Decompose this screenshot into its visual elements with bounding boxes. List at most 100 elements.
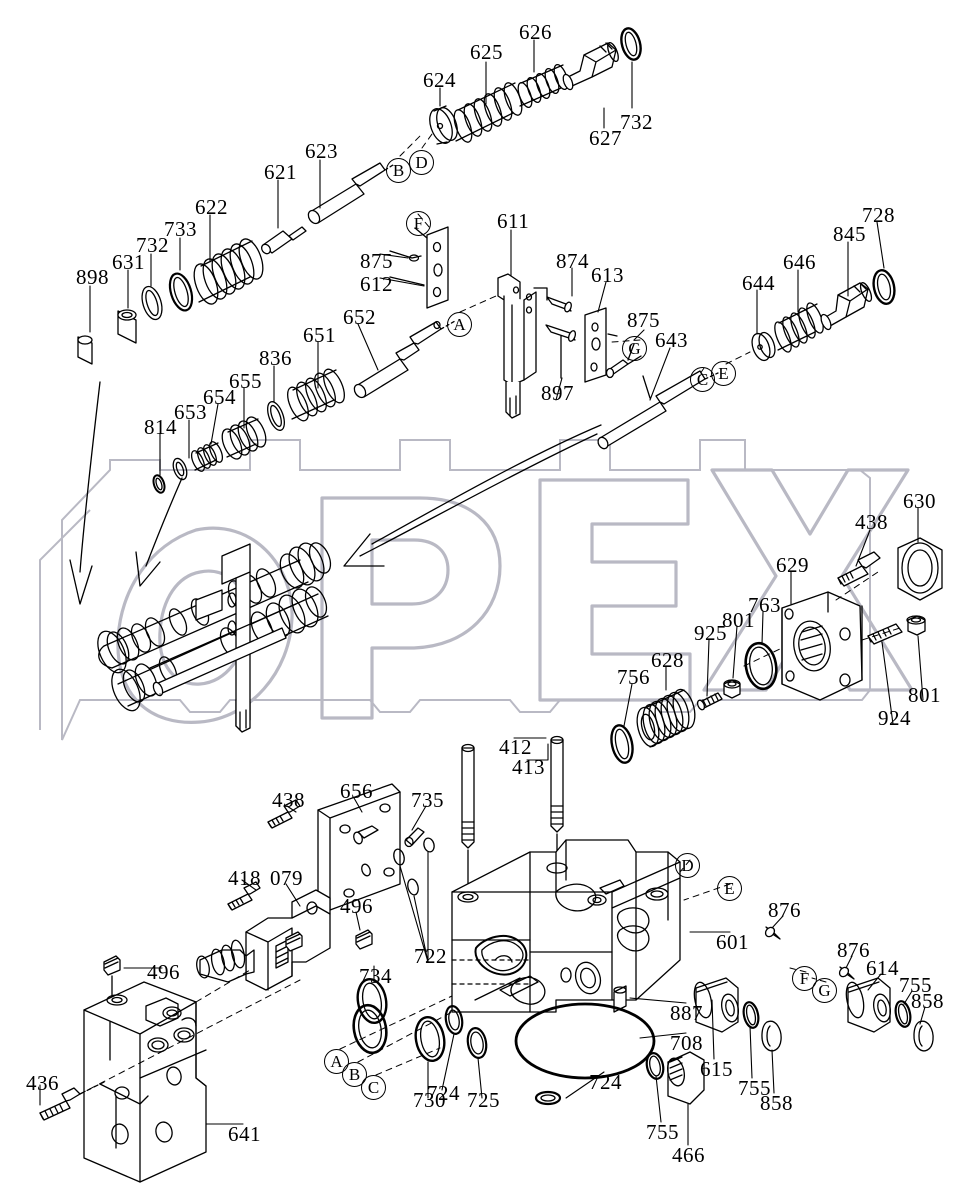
part-631 xyxy=(117,309,137,344)
part-614-sleeve xyxy=(845,977,891,1033)
part-836-ring xyxy=(267,401,285,431)
assembly-arrow-left xyxy=(69,381,101,605)
part-612-bracket xyxy=(389,226,449,309)
part-924-bolt xyxy=(867,623,903,645)
part-735-pin xyxy=(404,827,425,848)
part-755-oring-c xyxy=(645,1052,665,1080)
part-622-spring xyxy=(193,238,264,305)
part-625 xyxy=(453,82,523,143)
part-number-label: 651 xyxy=(303,323,336,347)
part-number-label: 925 xyxy=(694,621,727,645)
callout-letter-b: B xyxy=(386,158,411,183)
part-656-plate xyxy=(317,783,401,911)
part-number-label: 652 xyxy=(343,305,376,329)
part-number-label: 756 xyxy=(617,665,650,689)
callout-letter-e: E xyxy=(717,876,742,901)
part-number-label: 875 xyxy=(360,249,393,273)
part-number-label: 732 xyxy=(620,110,653,134)
callout-letter-g: G xyxy=(812,978,837,1003)
part-number-label: 732 xyxy=(136,233,169,257)
part-number-label: 613 xyxy=(591,263,624,287)
part-number-label: 654 xyxy=(203,385,236,409)
part-number-label: 887 xyxy=(670,1001,703,1025)
part-number-label: 725 xyxy=(467,1088,500,1112)
part-number-label: 612 xyxy=(360,272,393,296)
part-number-label: 801 xyxy=(908,683,941,707)
part-number-label: 814 xyxy=(144,415,177,439)
part-801-nut xyxy=(723,679,741,699)
part-722-pin2 xyxy=(423,837,435,853)
alignment-lines xyxy=(79,133,901,1095)
part-number-label: 653 xyxy=(174,400,207,424)
part-641-block xyxy=(83,981,207,1183)
part-number-label: 735 xyxy=(411,788,444,812)
part-725-oring xyxy=(466,1027,488,1059)
part-897-pin xyxy=(545,324,577,379)
part-number-label: 708 xyxy=(670,1031,703,1055)
part-646-spring xyxy=(774,302,824,353)
part-496-screw-right xyxy=(285,931,303,952)
part-624 xyxy=(429,105,458,145)
part-898 xyxy=(77,335,93,365)
part-653-ring xyxy=(172,457,188,481)
part-413-bolt xyxy=(457,743,479,902)
part-number-label: 924 xyxy=(878,706,911,730)
part-708-gasket xyxy=(514,1002,656,1080)
part-number-label: 730 xyxy=(413,1088,446,1112)
part-629-flange xyxy=(781,591,863,701)
part-734-oring xyxy=(356,977,388,1025)
part-814-ring xyxy=(152,474,166,494)
part-number-label: 623 xyxy=(305,139,338,163)
part-079-solenoid xyxy=(196,889,331,991)
part-number-label: 624 xyxy=(423,68,456,92)
assembly-arrow-mid xyxy=(135,477,183,587)
part-oring-A-left xyxy=(352,1003,388,1055)
part-number-label: 733 xyxy=(164,217,197,241)
part-number-label: 079 xyxy=(270,866,303,890)
part-number-label: 412 xyxy=(499,735,532,759)
part-733-ring xyxy=(168,272,194,312)
part-number-label: 656 xyxy=(340,779,373,803)
part-628-sleeve xyxy=(636,688,696,748)
part-418-bolt xyxy=(227,881,261,911)
part-876-pin2 xyxy=(838,966,855,980)
part-652-spool xyxy=(353,320,456,399)
part-number-label: 418 xyxy=(228,866,261,890)
assembly-arrow-right xyxy=(343,433,598,567)
part-724-oring xyxy=(444,1005,464,1035)
part-763-oring xyxy=(744,641,778,691)
part-number-label: 876 xyxy=(768,898,801,922)
part-number-label: 643 xyxy=(655,328,688,352)
part-630-nut xyxy=(897,537,943,601)
part-number-label: 628 xyxy=(651,648,684,672)
part-number-label: 622 xyxy=(195,195,228,219)
part-number-label: 845 xyxy=(833,222,866,246)
part-number-label: 858 xyxy=(760,1091,793,1115)
leader-lines xyxy=(39,39,926,1146)
part-number-label: 615 xyxy=(700,1057,733,1081)
part-496-screw-block xyxy=(103,955,121,1001)
callout-letter-f: F xyxy=(792,966,817,991)
part-number-label: 755 xyxy=(899,973,932,997)
part-number-label: 413 xyxy=(512,755,545,779)
part-722-pin1 xyxy=(393,848,405,866)
part-number-label: 644 xyxy=(742,271,775,295)
assembly-arrow-right2 xyxy=(371,424,602,545)
callout-letter-a: A xyxy=(324,1049,349,1074)
part-732-ring xyxy=(141,285,163,321)
part-438-bolt-left xyxy=(267,799,301,829)
part-722-pin3 xyxy=(407,878,419,896)
callout-letter-g: G xyxy=(622,336,647,361)
callout-letter-c: C xyxy=(690,367,715,392)
part-728-oring xyxy=(872,269,896,305)
part-858-ring-b xyxy=(913,1020,934,1052)
part-number-label: 734 xyxy=(359,964,392,988)
part-732-oring-top xyxy=(620,27,642,61)
part-626 xyxy=(517,63,569,109)
part-number-label: 627 xyxy=(589,126,622,150)
part-number-label: 755 xyxy=(646,1120,679,1144)
part-466-plug xyxy=(667,1051,705,1105)
part-627 xyxy=(562,41,619,91)
part-651-spring xyxy=(287,368,345,422)
